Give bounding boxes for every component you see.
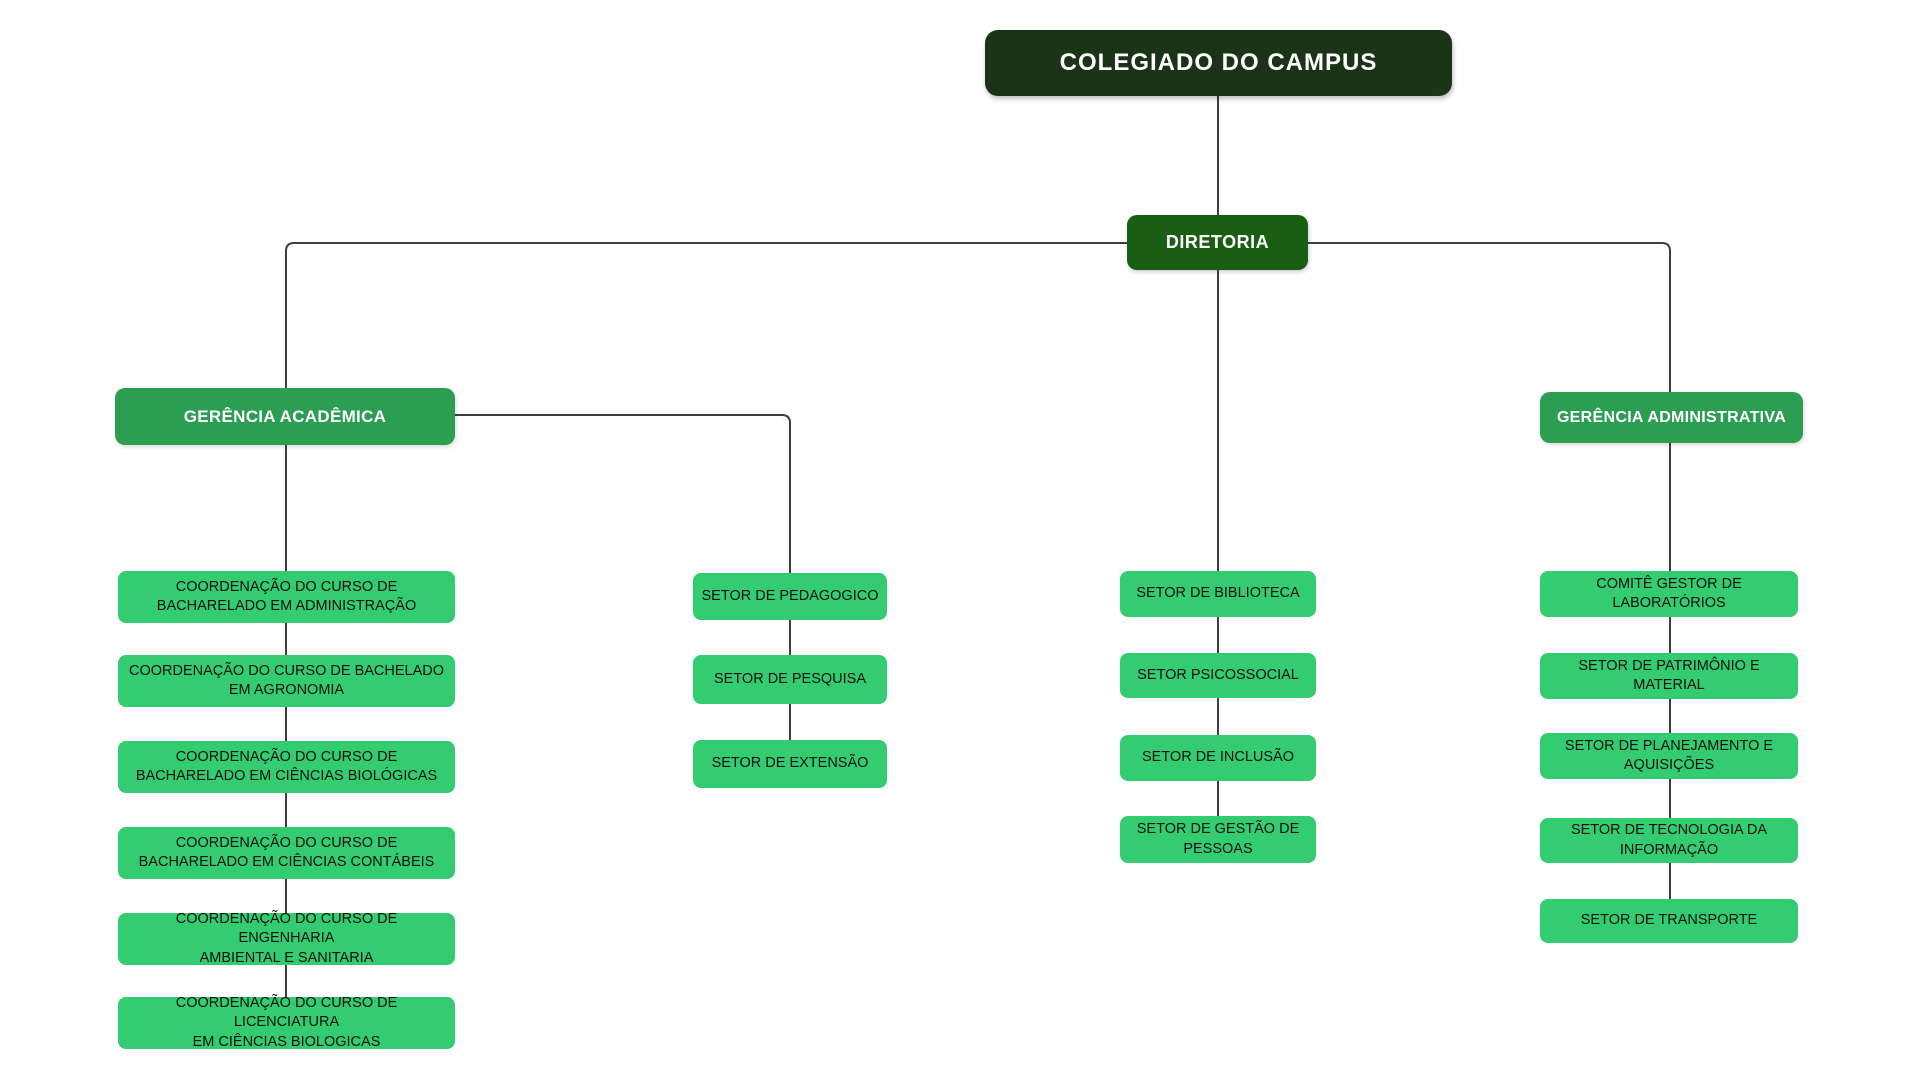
org-node-coordenacao-licenciatura-ciencias-biologicas: COORDENAÇÃO DO CURSO DE LICENCIATURA EM … bbox=[118, 995, 455, 1050]
org-node-colegiado-do-campus: COLEGIADO DO CAMPUS bbox=[985, 30, 1452, 96]
org-node-setor-psicossocial: SETOR PSICOSSOCIAL bbox=[1120, 653, 1316, 698]
org-node-setor-tecnologia-informacao: SETOR DE TECNOLOGIA DA INFORMAÇÃO bbox=[1540, 818, 1798, 863]
org-node-coordenacao-bachelado-agronomia: COORDENAÇÃO DO CURSO DE BACHELADO EM AGR… bbox=[118, 655, 455, 707]
connector-academica-setores bbox=[455, 414, 791, 740]
org-node-setor-inclusao: SETOR DE INCLUSÃO bbox=[1120, 735, 1316, 781]
org-node-setor-pesquisa: SETOR DE PESQUISA bbox=[693, 655, 887, 704]
org-node-setor-planejamento-aquisicoes: SETOR DE PLANEJAMENTO E AQUISIÇÕES bbox=[1540, 733, 1798, 779]
org-node-setor-pedagogico: SETOR DE PEDAGOGICO bbox=[693, 573, 887, 620]
org-node-diretoria: DIRETORIA bbox=[1127, 215, 1308, 270]
org-node-coordenacao-bacharelado-ciencias-biologicas: COORDENAÇÃO DO CURSO DE BACHARELADO EM C… bbox=[118, 741, 455, 793]
connector-diretoria-administrativa bbox=[1308, 242, 1671, 899]
org-node-setor-gestao-de-pessoas: SETOR DE GESTÃO DE PESSOAS bbox=[1120, 816, 1316, 863]
org-node-setor-transporte: SETOR DE TRANSPORTE bbox=[1540, 899, 1798, 943]
connector-diretoria-academica bbox=[285, 242, 1127, 997]
org-node-setor-patrimonio-material: SETOR DE PATRIMÔNIO E MATERIAL bbox=[1540, 653, 1798, 699]
org-node-coordenacao-engenharia-ambiental-sanitaria: COORDENAÇÃO DO CURSO DE ENGENHARIA AMBIE… bbox=[118, 911, 455, 966]
org-node-coordenacao-bacharelado-administracao: COORDENAÇÃO DO CURSO DE BACHARELADO EM A… bbox=[118, 571, 455, 623]
org-node-setor-extensao: SETOR DE EXTENSÃO bbox=[693, 740, 887, 788]
org-node-setor-biblioteca: SETOR DE BIBLIOTECA bbox=[1120, 571, 1316, 617]
org-node-comite-gestor-laboratorios: COMITÊ GESTOR DE LABORATÓRIOS bbox=[1540, 571, 1798, 617]
org-node-gerencia-academica: GERÊNCIA ACADÊMICA bbox=[115, 388, 455, 445]
org-node-coordenacao-bacharelado-ciencias-contabeis: COORDENAÇÃO DO CURSO DE BACHARELADO EM C… bbox=[118, 827, 455, 879]
org-node-gerencia-administrativa: GERÊNCIA ADMINISTRATIVA bbox=[1540, 392, 1803, 443]
